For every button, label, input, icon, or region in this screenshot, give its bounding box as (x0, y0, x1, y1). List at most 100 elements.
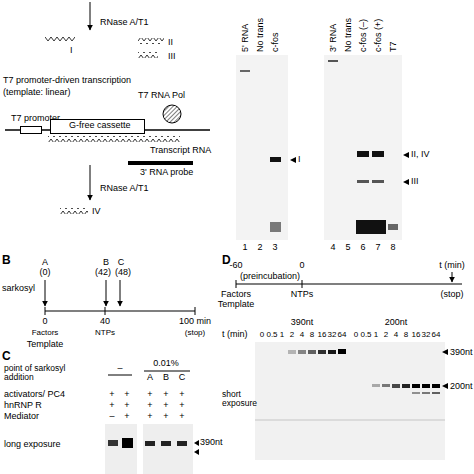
figure-label: C (118, 258, 125, 268)
figure-label: 8 (390, 243, 395, 253)
figure-label: Factors (221, 290, 251, 300)
artwork-rect (270, 157, 281, 162)
artwork-rect (412, 384, 420, 388)
artwork-rect (388, 224, 398, 230)
artwork-rect (108, 440, 118, 446)
artwork-path (194, 449, 199, 455)
figure-label: (42) (95, 268, 111, 278)
figure-label: 4 (330, 243, 335, 253)
figure-label: 0 (354, 331, 358, 340)
figure-label: 3' RNA probe (140, 168, 193, 178)
figure-label: + (179, 401, 184, 411)
figure-label: 8 (310, 331, 314, 340)
figure-label: Factors (32, 329, 59, 338)
figure-label: 64 (338, 331, 347, 340)
promoter-box: T7 promoter (20, 126, 42, 134)
figure-label: + (124, 401, 129, 411)
artwork-rect (372, 180, 384, 183)
figure-label: 32 (422, 331, 431, 340)
figure-label: RNase A/T1 (100, 184, 149, 194)
figure-label: Template (27, 340, 64, 350)
artwork-rect (105, 424, 137, 474)
figure-label: (0) (40, 268, 51, 278)
figure-label: 16 (318, 331, 327, 340)
artwork-line (108, 375, 132, 376)
figure-label: 7 (375, 243, 380, 253)
artwork-rect (422, 392, 430, 394)
artwork-rect (143, 424, 193, 474)
panel-letter: C (2, 350, 11, 363)
figure-label: (template: linear) (3, 88, 71, 98)
figure-label: III (411, 177, 419, 187)
figure-label: 5 (345, 243, 350, 253)
artwork-line (45, 307, 46, 315)
artwork-line (120, 280, 121, 306)
figure-label: 1 (374, 331, 378, 340)
artwork-path (442, 349, 448, 355)
figure-label: III (168, 52, 176, 62)
artwork-rect (128, 161, 193, 165)
figure-label: 0.5 (360, 331, 371, 340)
figure-label: I (298, 155, 301, 165)
artwork-rect (372, 151, 384, 157)
figure-label: t (min) (439, 261, 465, 271)
artwork-rect (288, 350, 296, 354)
artwork-rect (255, 342, 445, 460)
figure-label: 40 (100, 317, 110, 327)
figure-label: 64 (432, 331, 441, 340)
lane-label: c-fos (271, 32, 281, 52)
lane-label: 5' RNA (241, 24, 251, 52)
figure-label: 4 (394, 331, 398, 340)
figure-label: 3 (272, 243, 277, 253)
artwork-rect (432, 384, 440, 388)
artwork-rect (328, 350, 336, 354)
figure-label: NTPs (95, 329, 115, 338)
polymerase-outline (162, 104, 182, 124)
artwork-rect (324, 55, 402, 240)
figure-label: t (min) (222, 330, 248, 340)
artwork-path (403, 152, 409, 158)
figure-label: + (163, 401, 168, 411)
artwork-rect (356, 220, 386, 234)
figure-label: + (147, 412, 152, 422)
figure-label: + (124, 390, 129, 400)
figure-label: 390nt (450, 348, 473, 358)
figure-label: – (117, 364, 122, 374)
figure-label: 0 (299, 261, 304, 271)
figure-label: 8 (404, 331, 408, 340)
artwork-rect (412, 392, 420, 394)
figure-label: + (124, 412, 129, 422)
figure-label: + (179, 390, 184, 400)
figure-label: Mediator (4, 412, 39, 422)
artwork-rect (422, 384, 430, 388)
artwork-rect (48, 136, 180, 142)
artwork-rect (270, 222, 281, 232)
artwork-rect (138, 52, 158, 58)
figure-label: + (147, 401, 152, 411)
figure-label: -60 (229, 261, 242, 271)
figure-label: (stop) (440, 290, 463, 300)
artwork-line (45, 310, 195, 311)
figure-label: 2 (257, 243, 262, 253)
figure-label: activators/ PC4 (4, 390, 65, 400)
figure-label: A (147, 373, 153, 383)
artwork-rect (357, 151, 369, 157)
artwork-line (90, 165, 91, 200)
figure-label: Template (218, 300, 255, 310)
lane-label: c-fos (+) (374, 19, 384, 52)
figure-label: RNase A/T1 (100, 18, 149, 28)
node-label: T7 RNA Pol (138, 91, 185, 101)
figure-label: – (109, 412, 114, 422)
figure-label: B (163, 373, 169, 383)
figure-label: I (70, 46, 73, 56)
artwork-rect (402, 384, 410, 388)
artwork-line (255, 420, 445, 421)
artwork-line (236, 280, 237, 288)
figure-label: A (42, 258, 48, 268)
figure-label: 390nt (291, 318, 314, 328)
artwork-rect (328, 60, 338, 62)
artwork-rect (298, 350, 306, 354)
figure-label: 0 (260, 331, 264, 340)
figure-label: B (103, 258, 109, 268)
figure-label: 0 (42, 317, 47, 327)
